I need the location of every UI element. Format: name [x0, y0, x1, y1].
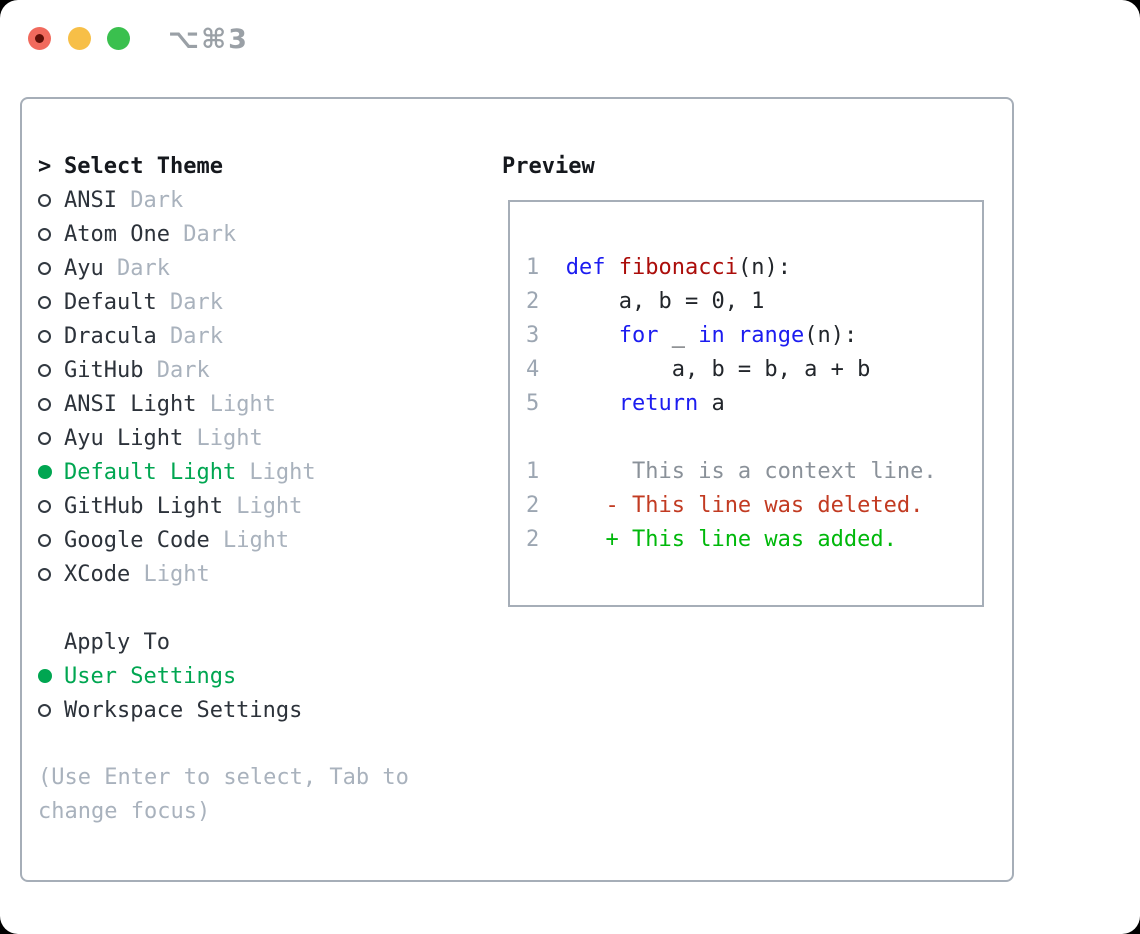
minimize-button[interactable] — [68, 27, 91, 50]
apply-to-title: Apply To — [64, 629, 170, 655]
theme-name: ANSI Light — [64, 391, 197, 417]
radio-unselected-icon — [38, 295, 51, 309]
theme-variant: Dark — [116, 187, 184, 213]
theme-option[interactable]: Google Code Light — [38, 523, 478, 557]
select-theme-title: Select Theme — [64, 153, 223, 179]
theme-variant: Dark — [156, 323, 223, 349]
titlebar: ⌥⌘3 — [0, 0, 1140, 78]
spacer — [38, 727, 478, 761]
radio-unselected-icon — [38, 703, 51, 717]
theme-name: ANSI — [64, 187, 117, 213]
theme-variant: Light — [209, 527, 290, 553]
theme-variant: Light — [196, 391, 276, 417]
theme-variant: Dark — [169, 221, 237, 247]
code-line: 1 def fibonacci(n): — [526, 255, 791, 280]
radio-unselected-icon — [38, 193, 51, 207]
apply-to-option-label: User Settings — [64, 663, 237, 689]
apply-to-option[interactable]: Workspace Settings — [38, 693, 478, 727]
theme-option[interactable]: ANSI Dark — [38, 183, 478, 217]
theme-option[interactable]: Ayu Dark — [38, 251, 478, 285]
code-line: 2 a, b = 0, 1 — [526, 289, 765, 314]
theme-option[interactable]: Ayu Light Light — [38, 421, 478, 455]
theme-name: Atom One — [64, 221, 170, 247]
theme-variant: Light — [183, 425, 263, 451]
theme-name: Google Code — [64, 527, 210, 553]
theme-option[interactable]: XCode Light — [38, 557, 478, 591]
theme-variant: Light — [236, 459, 316, 485]
preview-title: Preview — [502, 153, 595, 179]
theme-option[interactable]: ANSI Light Light — [38, 387, 478, 421]
radio-selected-icon — [38, 669, 52, 683]
radio-unselected-icon — [38, 499, 51, 513]
theme-name: Default Light — [64, 459, 237, 485]
radio-unselected-icon — [38, 533, 51, 547]
radio-unselected-icon — [38, 363, 51, 377]
theme-variant: Dark — [156, 289, 223, 315]
theme-name: GitHub Light — [64, 493, 223, 519]
keyboard-hint: (Use Enter to select, Tab to change focu… — [38, 765, 409, 824]
apply-to-option-label: Workspace Settings — [64, 697, 303, 723]
code-line — [526, 421, 982, 455]
code-line: 2 + This line was added. — [526, 527, 897, 552]
theme-option[interactable]: Default Dark — [38, 285, 478, 319]
theme-name: XCode — [64, 561, 131, 587]
theme-name: Default — [64, 289, 157, 315]
theme-variant: Dark — [143, 357, 210, 383]
apply-to-header: Apply To — [38, 625, 478, 659]
radio-unselected-icon — [38, 397, 51, 411]
theme-option[interactable]: Dracula Dark — [38, 319, 478, 353]
theme-option[interactable]: GitHub Light Light — [38, 489, 478, 523]
close-button[interactable] — [28, 27, 51, 50]
code-line: 2 - This line was deleted. — [526, 493, 924, 518]
code-preview: 1 def fibonacci(n): 2 a, b = 0, 1 3 for _ … — [510, 202, 982, 557]
theme-variant: Light — [130, 561, 210, 587]
preview-header: Preview — [502, 149, 595, 183]
radio-unselected-icon — [38, 567, 51, 581]
code-line: 3 for _ in range(n): — [526, 323, 858, 348]
code-line: 5 return a — [526, 391, 725, 416]
cursor-caret-icon: > — [38, 153, 52, 179]
theme-option[interactable]: GitHub Dark — [38, 353, 478, 387]
radio-unselected-icon — [38, 329, 51, 343]
apply-to-option[interactable]: User Settings — [38, 659, 478, 693]
code-line: 4 a, b = b, a + b — [526, 357, 871, 382]
radio-unselected-icon — [38, 261, 51, 275]
theme-name: Dracula — [64, 323, 157, 349]
theme-option[interactable]: Atom One Dark — [38, 217, 478, 251]
theme-name: Ayu — [64, 255, 104, 281]
radio-unselected-icon — [38, 431, 51, 445]
window-title: ⌥⌘3 — [168, 24, 249, 55]
theme-name: Ayu Light — [64, 425, 184, 451]
spacer — [38, 591, 478, 625]
zoom-button[interactable] — [107, 27, 130, 50]
code-line: 1 This is a context line. — [526, 459, 937, 484]
theme-variant: Light — [222, 493, 303, 519]
select-theme-header: > Select Theme — [38, 149, 478, 183]
theme-name: GitHub — [64, 357, 144, 383]
preview-pane: 1 def fibonacci(n): 2 a, b = 0, 1 3 for _ … — [508, 200, 984, 607]
radio-selected-icon — [38, 465, 52, 479]
theme-variant: Dark — [103, 255, 170, 281]
radio-unselected-icon — [38, 227, 51, 241]
theme-option[interactable]: Default Light Light — [38, 455, 478, 489]
